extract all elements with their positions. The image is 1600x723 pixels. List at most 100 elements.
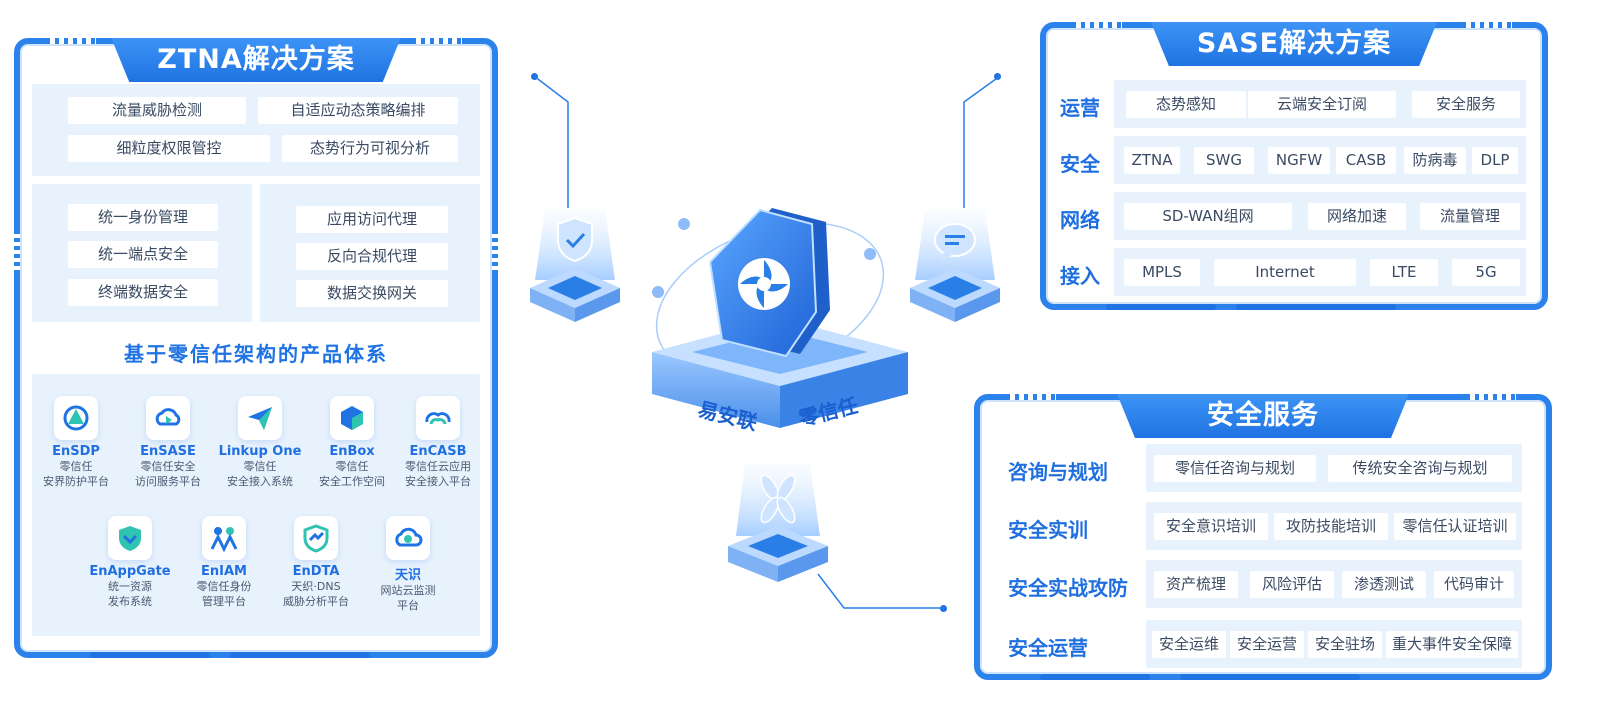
service-chip: 风险评估 xyxy=(1250,571,1334,598)
services-row-box: 零信任咨询与规划 传统安全咨询与规划 xyxy=(1146,444,1522,492)
product-desc: 零信任云应用 xyxy=(405,460,471,473)
decor-dashes xyxy=(1010,394,1056,400)
capability-chip: 数据交换网关 xyxy=(296,280,448,307)
product-system-heading: 基于零信任架构的产品体系 xyxy=(124,342,388,366)
product-desc: 零信任 xyxy=(59,460,93,473)
sase-chip: ZTNA xyxy=(1124,147,1180,174)
product-box: EnSDP 零信任 安界防护平台 EnSASE 零信任安全 访问服务平台 Lin… xyxy=(32,374,480,636)
capability-chip: 流量威胁检测 xyxy=(68,97,246,124)
product-desc: 安全接入平台 xyxy=(405,475,471,488)
sase-chip: CASB xyxy=(1336,147,1396,174)
product-desc: 安界防护平台 xyxy=(43,475,109,488)
ztna-title: ZTNA解决方案 xyxy=(111,38,401,82)
sase-chip: DLP xyxy=(1472,147,1518,174)
capability-chip: 统一端点安全 xyxy=(68,241,218,268)
fan-icon xyxy=(760,474,796,524)
sase-chip: 5G xyxy=(1452,259,1520,286)
sase-row-box: SD-WAN组网 网络加速 流量管理 xyxy=(1114,192,1526,240)
sase-row-label: 安全 xyxy=(1060,152,1100,176)
product-desc: 天织·DNS xyxy=(291,580,341,593)
service-chip: 安全运维 xyxy=(1152,631,1226,658)
product-desc: 统一资源 xyxy=(108,580,152,593)
service-chip: 传统安全咨询与规划 xyxy=(1328,455,1512,482)
product-desc: 安全接入系统 xyxy=(227,475,293,488)
sase-chip: 云端安全订阅 xyxy=(1248,91,1396,118)
sase-title: SASE解决方案 xyxy=(1151,22,1437,66)
enbox-icon xyxy=(330,396,374,440)
services-title: 安全服务 xyxy=(1117,394,1409,438)
product-name: EnIAM xyxy=(201,564,247,579)
product-desc: 访问服务平台 xyxy=(135,475,201,488)
product-desc: 平台 xyxy=(397,599,419,612)
chat-bubble-icon xyxy=(934,223,976,262)
decor-bar xyxy=(90,652,210,658)
enappgate-icon xyxy=(108,516,152,560)
chat-bubble-pedestal xyxy=(910,210,1000,322)
decor-dashes xyxy=(1076,22,1122,28)
services-row-box: 安全运维 安全运营 安全驻场 重大事件安全保障 xyxy=(1146,620,1522,668)
product-desc: 安全工作空间 xyxy=(319,475,385,488)
sase-chip: 网络加速 xyxy=(1308,203,1406,230)
capability-chip: 细粒度权限管控 xyxy=(68,135,270,162)
service-chip: 渗透测试 xyxy=(1342,571,1426,598)
decor-dashes xyxy=(1466,22,1512,28)
sase-row-box: 态势感知 云端安全订阅 安全服务 xyxy=(1114,80,1526,128)
connector-line-bottom xyxy=(817,573,944,609)
sase-chip: SD-WAN组网 xyxy=(1124,203,1292,230)
aperture-logo-icon xyxy=(738,258,790,310)
ztna-panel: ZTNA解决方案 流量威胁检测 自适应动态策略编排 细粒度权限管控 态势行为可视… xyxy=(14,38,498,658)
ensdp-icon xyxy=(54,396,98,440)
sase-row-label: 网络 xyxy=(1060,208,1100,232)
product-desc: 网站云监测 xyxy=(380,584,436,597)
product-eniam[interactable]: EnIAM 零信任身份 管理平台 xyxy=(176,516,272,609)
decor-bar xyxy=(1236,304,1396,310)
capability-chip: 自适应动态策略编排 xyxy=(258,97,458,124)
product-name: EnSASE xyxy=(140,444,196,459)
encasb-icon xyxy=(416,396,460,440)
services-row-box: 安全意识培训 攻防技能培训 零信任认证培训 xyxy=(1146,502,1522,550)
services-row-label: 安全运营 xyxy=(1008,636,1088,660)
decor-bar xyxy=(230,652,370,658)
decor-bar xyxy=(1180,674,1360,680)
shield-check-icon xyxy=(557,216,593,263)
sase-chip: Internet xyxy=(1214,259,1356,286)
capability-chip: 终端数据安全 xyxy=(68,279,218,306)
connector-line-left xyxy=(533,75,569,208)
product-name: EnSDP xyxy=(52,444,100,459)
service-chip: 安全意识培训 xyxy=(1154,513,1268,540)
tianshi-icon xyxy=(386,516,430,560)
services-row-box: 资产梳理 风险评估 渗透测试 代码审计 xyxy=(1146,560,1522,608)
sase-chip: SWG xyxy=(1194,147,1254,174)
product-desc: 管理平台 xyxy=(202,595,246,608)
connector-dot xyxy=(994,73,1001,80)
sase-row-box: ZTNA SWG NGFW CASB 防病毒 DLP xyxy=(1114,136,1526,184)
decor-dashes xyxy=(14,234,20,274)
eniam-icon xyxy=(202,516,246,560)
product-ensase[interactable]: EnSASE 零信任安全 访问服务平台 xyxy=(120,396,216,489)
product-linkup-one[interactable]: Linkup One 零信任 安全接入系统 xyxy=(212,396,308,489)
service-chip: 资产梳理 xyxy=(1154,571,1238,598)
sase-chip: NGFW xyxy=(1268,147,1330,174)
sase-row-box: MPLS Internet LTE 5G xyxy=(1114,248,1526,296)
service-chip: 安全驻场 xyxy=(1308,631,1382,658)
capability-chip: 统一身份管理 xyxy=(68,204,218,231)
product-desc: 零信任 xyxy=(335,460,369,473)
service-chip: 零信任咨询与规划 xyxy=(1154,455,1316,482)
product-encasb[interactable]: EnCASB 零信任云应用 安全接入平台 xyxy=(390,396,486,489)
services-row-label: 安全实训 xyxy=(1008,518,1088,542)
product-desc: 零信任 xyxy=(243,460,277,473)
product-enbox[interactable]: EnBox 零信任 安全工作空间 xyxy=(304,396,400,489)
sase-chip: MPLS xyxy=(1124,259,1200,286)
sase-chip: 防病毒 xyxy=(1404,147,1466,174)
decor-dashes xyxy=(50,38,96,44)
decor-dashes xyxy=(416,38,462,44)
capability-chip: 应用访问代理 xyxy=(296,206,448,233)
endpoint-box: 统一身份管理 统一端点安全 终端数据安全 xyxy=(32,184,252,322)
central-logo-platform xyxy=(652,208,908,428)
product-endta[interactable]: EnDTA 天织·DNS 威胁分析平台 xyxy=(268,516,364,609)
product-ensdp[interactable]: EnSDP 零信任 安界防护平台 xyxy=(28,396,124,489)
sase-chip: 流量管理 xyxy=(1420,203,1520,230)
connector-line-right xyxy=(963,75,1001,208)
product-tianshi[interactable]: 天识 网站云监测 平台 xyxy=(360,516,456,613)
product-enappgate[interactable]: EnAppGate 统一资源 发布系统 xyxy=(82,516,178,609)
